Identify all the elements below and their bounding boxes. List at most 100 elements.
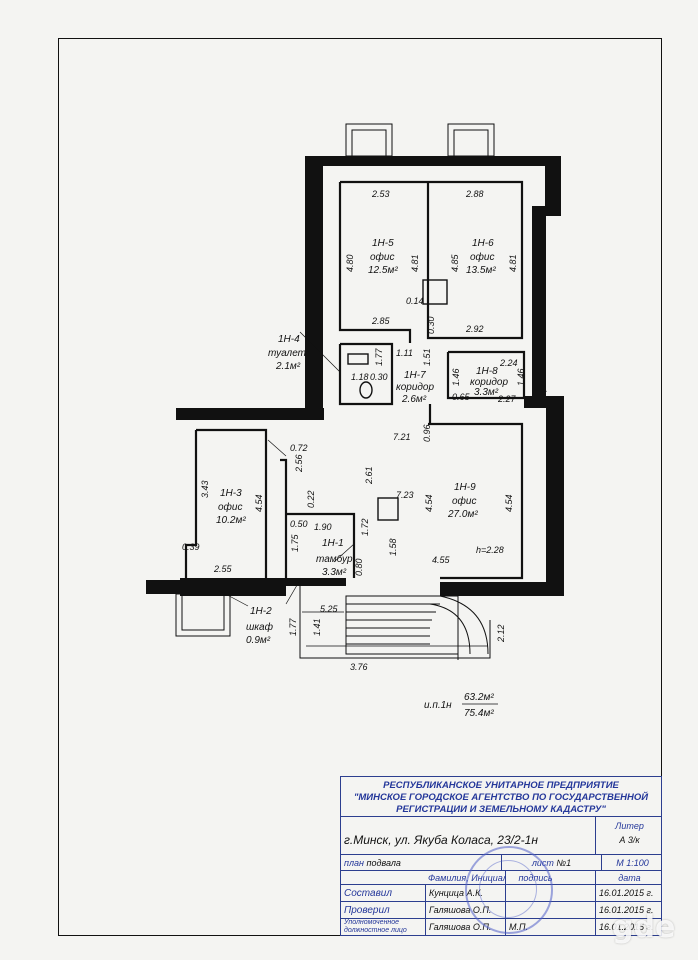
- dim-label: 4.54: [424, 494, 434, 512]
- dim-label: 1.77: [288, 617, 298, 636]
- walls: [146, 156, 564, 596]
- dim-label: 1.46: [451, 368, 461, 386]
- dim-label: 1.75: [290, 533, 300, 552]
- room-1h7-area: 2.6м²: [401, 394, 427, 405]
- role-checked: Проверил: [344, 905, 390, 916]
- dim-label: 1.41: [312, 618, 322, 636]
- dim-label: 0.22: [306, 490, 316, 508]
- dim-label: 1.18: [351, 372, 369, 382]
- room-1h4-use: туалет: [268, 348, 306, 359]
- role-composed: Составил: [344, 888, 392, 899]
- dim-label: 1.51: [422, 348, 432, 366]
- dim-label: 1.11: [396, 348, 413, 358]
- dim-label: 4.81: [508, 254, 518, 272]
- room-1h3-area: 10.2м²: [216, 515, 246, 526]
- official-seal: [465, 846, 553, 934]
- watermark-logo: gde: [612, 910, 676, 945]
- room-1h8-area: 3.3м²: [474, 387, 499, 398]
- dim-label: 2.85: [371, 316, 391, 326]
- organization-header: РЕСПУБЛИКАНСКОЕ УНИТАРНОЕ ПРЕДПРИЯТИЕ "М…: [341, 777, 661, 817]
- org-line-3: РЕГИСТРАЦИИ И ЗЕМЕЛЬНОМУ КАДАСТРУ": [396, 804, 606, 815]
- plan-value: подвала: [366, 858, 401, 868]
- dim-label: 0.30: [426, 316, 436, 334]
- dim-label: 2.88: [465, 189, 484, 199]
- col-date-header: дата: [595, 871, 663, 884]
- date-composed: 16.01.2015 г.: [595, 885, 663, 901]
- dim-label: 4.85: [450, 253, 460, 272]
- window-bays: [175, 123, 495, 637]
- room-1h6-id: 1Н-6: [472, 238, 494, 249]
- dim-label: 4.54: [254, 494, 264, 512]
- stairs: [299, 584, 491, 660]
- dim-label: 3.76: [350, 662, 368, 672]
- dim-label: 1.90: [314, 522, 332, 532]
- liter-cell: Литер А 3/к: [595, 817, 663, 854]
- date-authorized: 16.01.2015 г.: [595, 919, 663, 935]
- dim-label: 2.24: [499, 358, 518, 368]
- person-authorized: Галяшова О.П.: [425, 919, 505, 935]
- dim-label: 2.12: [496, 624, 506, 643]
- role-authorized: Уполномоченное должностное лицо: [344, 919, 407, 934]
- date-checked: 16.01.2015 г.: [595, 902, 663, 918]
- org-line-1: РЕСПУБЛИКАНСКОЕ УНИТАРНОЕ ПРЕДПРИЯТИЕ: [383, 780, 619, 791]
- dim-label: 1.46: [516, 368, 526, 386]
- dimension-labels: 2.53 2.88 4.80 4.81 4.85 4.81 0.14 2.85 …: [182, 189, 526, 672]
- area-summary-total: 75.4м²: [464, 708, 494, 719]
- room-1h8-use: коридор: [470, 377, 508, 388]
- room-1h5-use: офис: [370, 251, 394, 263]
- room-1h9-area: 27.0м²: [447, 509, 478, 520]
- dim-label: 2.92: [465, 324, 484, 334]
- room-1h8-id: 1Н-8: [476, 366, 498, 377]
- dim-label: 0.72: [290, 443, 308, 453]
- liter-label: Литер: [615, 821, 644, 831]
- room-1h7-use: коридор: [396, 382, 434, 393]
- room-1h3-id: 1Н-3: [220, 488, 242, 499]
- room-1h9-use: офис: [452, 495, 476, 507]
- dim-label: 7.23: [396, 490, 414, 500]
- dimension-lines: [217, 331, 488, 647]
- dim-label: 1.72: [360, 518, 370, 536]
- dim-label: 2.56: [294, 454, 304, 473]
- area-summary: и.п.1н 63.2м² 75.4м²: [424, 692, 498, 719]
- dim-label: 0.30: [370, 372, 388, 382]
- dim-label: 1.58: [388, 538, 398, 556]
- room-1h2-area: 0.9м²: [246, 635, 271, 646]
- person-checked: Галяшова О.П.: [425, 902, 505, 918]
- partitions: [184, 180, 526, 580]
- room-1h5-id: 1Н-5: [372, 238, 394, 249]
- room-1h7-id: 1Н-7: [404, 370, 426, 381]
- room-1h1-use: тамбур: [316, 553, 353, 565]
- room-1h4-id: 1Н-4: [278, 334, 300, 345]
- dim-label: 2.61: [364, 466, 374, 485]
- org-line-2: "МИНСКОЕ ГОРОДСКОЕ АГЕНТСТВО ПО ГОСУДАРС…: [353, 792, 649, 803]
- room-1h6-area: 13.5м²: [466, 265, 496, 276]
- room-1h1-area: 3.3м²: [322, 567, 347, 578]
- dim-label: 1.77: [374, 347, 384, 366]
- dim-label: 4.81: [410, 254, 420, 272]
- room-1h2-id: 1Н-2: [250, 606, 272, 617]
- inner-details: [347, 279, 547, 521]
- plan-label: план подвала: [344, 858, 401, 868]
- dim-label: 0.14: [406, 296, 424, 306]
- dim-label: 0.50: [290, 519, 308, 529]
- room-1h5-area: 12.5м²: [368, 265, 398, 276]
- dim-label: 3.43: [200, 480, 210, 498]
- area-summary-label: и.п.1н: [424, 700, 452, 711]
- sheet-number: №1: [556, 858, 572, 868]
- room-1h6-use: офис: [470, 251, 494, 263]
- scale-cell: М 1:100: [601, 855, 663, 870]
- dim-label: 0.39: [182, 542, 200, 552]
- person-composed: Кунцица А.К.: [425, 885, 505, 901]
- dim-label: 4.80: [345, 254, 355, 272]
- dim-label: 4.54: [504, 494, 514, 512]
- dim-label: 2.53: [371, 189, 390, 199]
- dim-label: 0.96: [422, 424, 432, 442]
- dim-label: 7.21: [393, 432, 411, 442]
- dim-label: 0.65: [452, 392, 471, 402]
- room-1h1-id: 1Н-1: [322, 538, 344, 549]
- liter-value: А 3/к: [619, 835, 640, 845]
- dim-label: h=2.28: [476, 545, 504, 555]
- dim-label: 4.55: [432, 555, 451, 565]
